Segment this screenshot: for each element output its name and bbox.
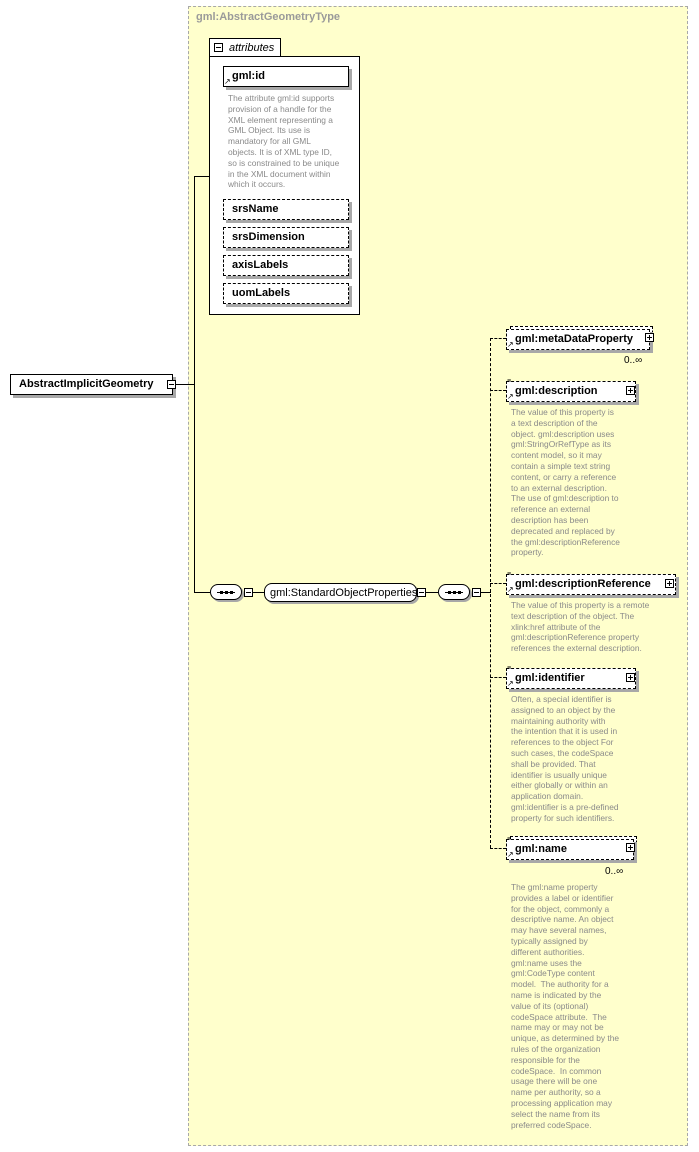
branch-identifier bbox=[490, 677, 506, 678]
root-element-box[interactable]: AbstractImplicitGeometry bbox=[10, 374, 173, 395]
list-icon: ≡ bbox=[507, 836, 512, 843]
attribute-gml-id-label: gml:id bbox=[232, 70, 265, 82]
branch-description bbox=[490, 390, 506, 391]
attributes-tab-label: attributes bbox=[229, 42, 275, 54]
element-identifier-doc: Often, a special identifier is assigned … bbox=[511, 694, 619, 823]
collapse-inner-sequence-icon[interactable] bbox=[472, 588, 481, 597]
group-label: gml:StandardObjectProperties bbox=[270, 587, 418, 599]
list-icon: ≡ bbox=[507, 665, 512, 672]
expand-name-icon[interactable] bbox=[626, 843, 635, 852]
reference-arrow-icon: ↗ bbox=[507, 585, 514, 594]
inner-sequence-compositor[interactable] bbox=[438, 584, 470, 600]
trunk-vertical bbox=[194, 176, 195, 593]
element-metadataproperty-label: gml:metaDataProperty bbox=[515, 333, 633, 345]
reference-arrow-icon: ↗ bbox=[507, 679, 514, 688]
metadataproperty-cardinality: 0..∞ bbox=[624, 355, 643, 366]
attributes-tab[interactable]: attributes bbox=[209, 38, 281, 57]
attribute-uomlabels-label: uomLabels bbox=[232, 287, 291, 299]
element-metadataproperty[interactable]: gml:metaDataProperty bbox=[506, 329, 650, 350]
standard-object-properties-group[interactable]: gml:StandardObjectProperties bbox=[264, 583, 417, 602]
collapse-group-icon[interactable] bbox=[417, 588, 426, 597]
element-description[interactable]: gml:description bbox=[506, 381, 636, 402]
element-description-doc: The value of this property is a text des… bbox=[511, 407, 620, 558]
attribute-srsdimension[interactable]: srsDimension bbox=[223, 227, 349, 248]
reference-arrow-icon: ↗ bbox=[507, 850, 514, 859]
type-title: gml:AbstractGeometryType bbox=[196, 11, 341, 23]
attribute-gml-id-doc: The attribute gml:id supports provision … bbox=[228, 93, 340, 190]
root-connector bbox=[176, 384, 195, 385]
element-tree-vertical bbox=[490, 338, 491, 848]
list-icon: ≡ bbox=[507, 571, 512, 578]
expand-descriptionreference-icon[interactable] bbox=[665, 579, 674, 588]
group-to-sequence-line bbox=[426, 592, 438, 593]
expand-metadataproperty-icon[interactable] bbox=[645, 333, 654, 342]
attribute-srsname-label: srsName bbox=[232, 203, 279, 215]
trunk-to-sequence bbox=[194, 592, 210, 593]
element-description-label: gml:description bbox=[515, 385, 598, 397]
element-descriptionreference[interactable]: gml:descriptionReference bbox=[506, 574, 676, 595]
reference-arrow-icon: ↗ bbox=[507, 392, 514, 401]
element-name-doc: The gml:name property provides a label o… bbox=[511, 882, 620, 1130]
collapse-attributes-icon[interactable] bbox=[214, 43, 223, 52]
element-identifier-label: gml:identifier bbox=[515, 672, 585, 684]
sequence-compositor[interactable] bbox=[210, 584, 242, 600]
trunk-to-attributes bbox=[194, 176, 210, 177]
attribute-uomlabels[interactable]: uomLabels bbox=[223, 283, 349, 304]
attribute-gml-id[interactable]: gml:id bbox=[223, 66, 349, 87]
element-name[interactable]: gml:name bbox=[506, 839, 634, 860]
inner-sequence-connector bbox=[481, 592, 491, 593]
name-cardinality: 0..∞ bbox=[605, 866, 624, 877]
attribute-axislabels[interactable]: axisLabels bbox=[223, 255, 349, 276]
branch-description-reference bbox=[490, 583, 506, 584]
expand-description-icon[interactable] bbox=[626, 386, 635, 395]
branch-metadata bbox=[490, 338, 506, 339]
element-descriptionreference-doc: The value of this property is a remote t… bbox=[511, 600, 650, 654]
reference-arrow-icon: ↗ bbox=[224, 77, 231, 86]
collapse-sequence-icon[interactable] bbox=[244, 588, 253, 597]
element-identifier[interactable]: gml:identifier bbox=[506, 668, 636, 689]
reference-arrow-icon: ↗ bbox=[507, 340, 514, 349]
element-descriptionreference-label: gml:descriptionReference bbox=[515, 578, 651, 590]
attribute-srsdimension-label: srsDimension bbox=[232, 231, 305, 243]
branch-name bbox=[490, 848, 506, 849]
attribute-srsname[interactable]: srsName bbox=[223, 199, 349, 220]
collapse-root-icon[interactable] bbox=[167, 380, 176, 389]
attribute-axislabels-label: axisLabels bbox=[232, 259, 289, 271]
expand-identifier-icon[interactable] bbox=[626, 673, 635, 682]
root-element-label: AbstractImplicitGeometry bbox=[19, 378, 154, 390]
list-icon: ≡ bbox=[507, 378, 512, 385]
sequence-to-group-line bbox=[253, 592, 264, 593]
element-name-label: gml:name bbox=[515, 843, 567, 855]
